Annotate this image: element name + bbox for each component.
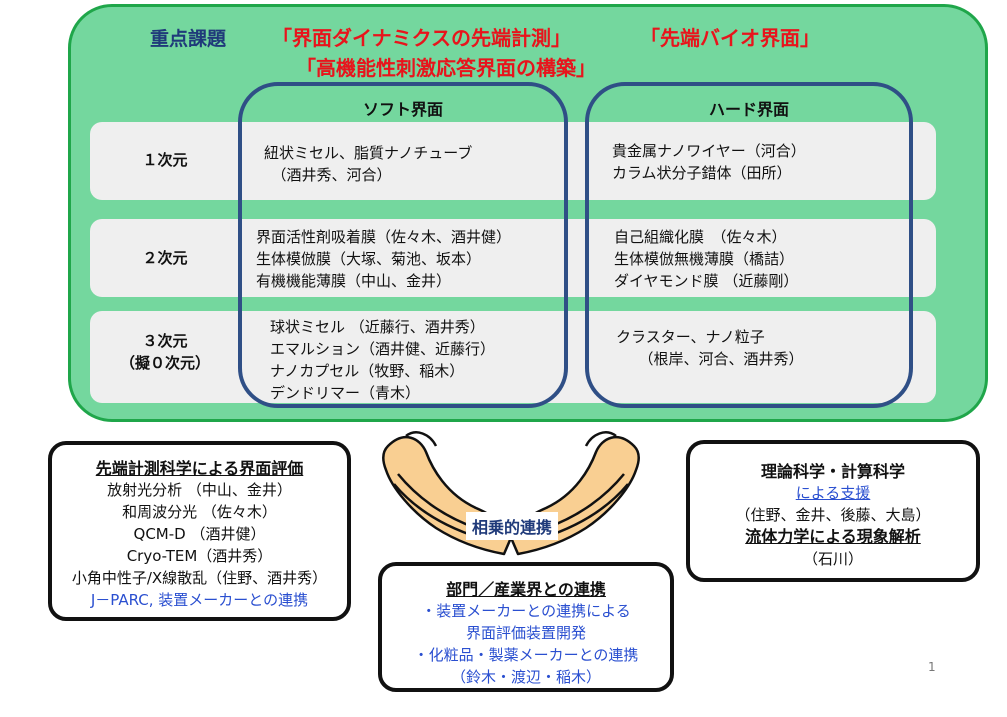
fluid-dynamics-title: 流体力学による現象解析 [745, 527, 921, 546]
industry-collaboration-box: 部門／産業界との連携 ・装置メーカーとの連携による 界面評価装置開発 ・化粧品・… [378, 562, 674, 692]
topic-title-3: 「高機能性刺激応答界面の構築」 [296, 56, 596, 80]
row-label-3d: ３次元 （擬０次元） [119, 332, 210, 372]
topic-title-1: 「界面ダイナミクスの先端計測」 [272, 26, 571, 50]
theory-title: 理論科学・計算科学 [760, 462, 905, 481]
row-band-2d [90, 219, 936, 297]
soft-cell-2d: 界面活性剤吸着膜（佐々木、酒井健） 生体模倣膜（大塚、菊池、坂本） 有機機能薄膜… [256, 228, 512, 290]
soft-cell-1d: 紐状ミセル、脂質ナノチューブ （酒井秀、河合） [264, 144, 473, 184]
topic-title-2: 「先端バイオ界面」 [640, 26, 820, 50]
hard-interface-frame [585, 82, 913, 408]
soft-cell-3d: 球状ミセル （近藤行、酒井秀） エマルション（酒井健、近藤行） ナノカプセル（牧… [270, 318, 496, 402]
hard-cell-1d: 貴金属ナノワイヤー（河合） カラム状分子錯体（田所） [612, 142, 806, 182]
key-topic-label: 重点課題 [150, 28, 227, 50]
synergy-label: 相乗的連携 [466, 512, 559, 540]
row-band-1d [90, 122, 936, 200]
industry-collaboration-title: 部門／産業界との連携 [446, 580, 606, 599]
jparc-line: J－PARC, 装置メーカーとの連携 [90, 591, 309, 609]
row-band-3d [90, 311, 936, 403]
measurement-science-box: 先端計測科学による界面評価 放射光分析 （中山、金井） 和周波分光 （佐々木） … [48, 441, 351, 621]
soft-interface-frame [238, 82, 568, 408]
page-number: 1 [928, 660, 936, 674]
soft-interface-heading: ソフト界面 [362, 100, 443, 119]
row-label-2d: ２次元 [142, 249, 188, 267]
row-label-1d: １次元 [142, 151, 188, 169]
hard-cell-3d: クラスター、ナノ粒子 （根岸、河合、酒井秀） [616, 328, 804, 368]
theory-computation-box: 理論科学・計算科学 による支援 （住野、金井、後藤、大島） 流体力学による現象解… [686, 440, 980, 582]
hard-cell-2d: 自己組織化膜 （佐々木） 生体模倣無機薄膜（橋詰） ダイヤモンド膜 （近藤剛） [614, 228, 799, 290]
hard-interface-heading: ハード界面 [708, 100, 789, 119]
measurement-science-title: 先端計測科学による界面評価 [95, 459, 304, 478]
theory-subtitle: による支援 [795, 484, 871, 502]
